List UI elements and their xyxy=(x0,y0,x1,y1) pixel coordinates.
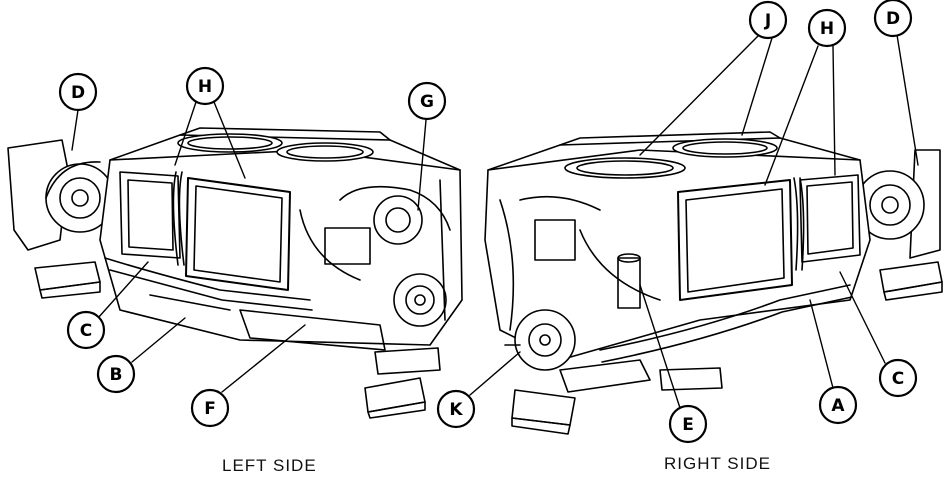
callout-left-g: G xyxy=(407,81,447,121)
left-engine-drawing xyxy=(7,127,463,419)
callout-right-e: E xyxy=(668,404,708,444)
callout-right-k: K xyxy=(436,389,476,429)
callout-left-h: H xyxy=(185,66,225,106)
left-side-caption: LEFT SIDE xyxy=(222,456,317,475)
callout-left-d: D xyxy=(58,72,98,112)
callout-right-c: C xyxy=(878,358,918,398)
svg-text:D: D xyxy=(886,9,900,29)
callout-right-h: H xyxy=(807,8,847,48)
svg-text:F: F xyxy=(204,399,216,419)
svg-text:G: G xyxy=(420,92,434,112)
svg-text:E: E xyxy=(682,415,694,435)
callout-left-b: B xyxy=(96,354,136,394)
callout-left-f: F xyxy=(190,388,230,428)
svg-text:J: J xyxy=(764,11,771,31)
right-engine-drawing xyxy=(484,131,943,435)
svg-text:B: B xyxy=(110,365,123,385)
leader-lines xyxy=(71,34,919,409)
callout-left-c: C xyxy=(66,310,106,350)
svg-text:H: H xyxy=(198,77,212,97)
callout-right-d: D xyxy=(873,0,913,38)
callout-right-j: J xyxy=(748,0,788,40)
svg-text:K: K xyxy=(449,400,463,420)
svg-text:D: D xyxy=(71,83,85,103)
svg-text:C: C xyxy=(80,321,92,341)
right-side-caption: RIGHT SIDE xyxy=(664,454,771,473)
callout-right-a: A xyxy=(818,385,858,425)
svg-text:C: C xyxy=(892,369,904,389)
svg-text:H: H xyxy=(820,19,834,39)
svg-text:A: A xyxy=(831,396,845,416)
